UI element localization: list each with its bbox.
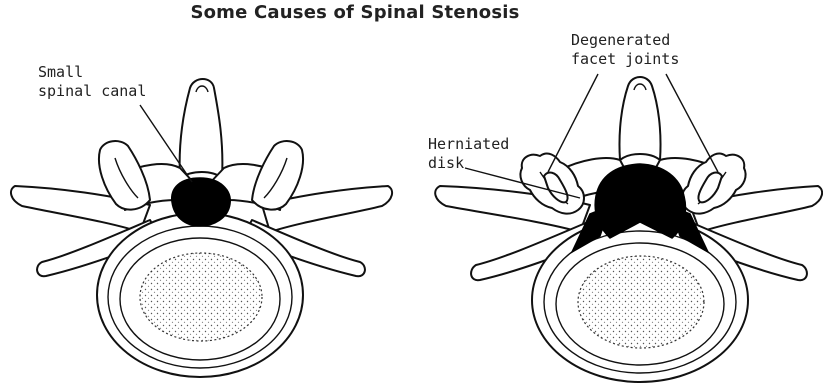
leader-degenerated-left xyxy=(548,74,598,172)
spinous-process xyxy=(180,79,223,178)
label-small-spinal-canal: Small spinal canal xyxy=(38,63,146,101)
small-spinal-canal xyxy=(172,178,230,226)
nucleus-pulposus-2 xyxy=(578,256,704,348)
vertebra-small-canal xyxy=(11,79,392,377)
label-degenerated-facet-joints: Degenerated facet joints xyxy=(571,31,679,69)
label-herniated-disk: Herniated disk xyxy=(428,135,509,173)
vertebra-herniated-disk xyxy=(435,77,822,382)
spinous-process-2 xyxy=(619,77,660,160)
